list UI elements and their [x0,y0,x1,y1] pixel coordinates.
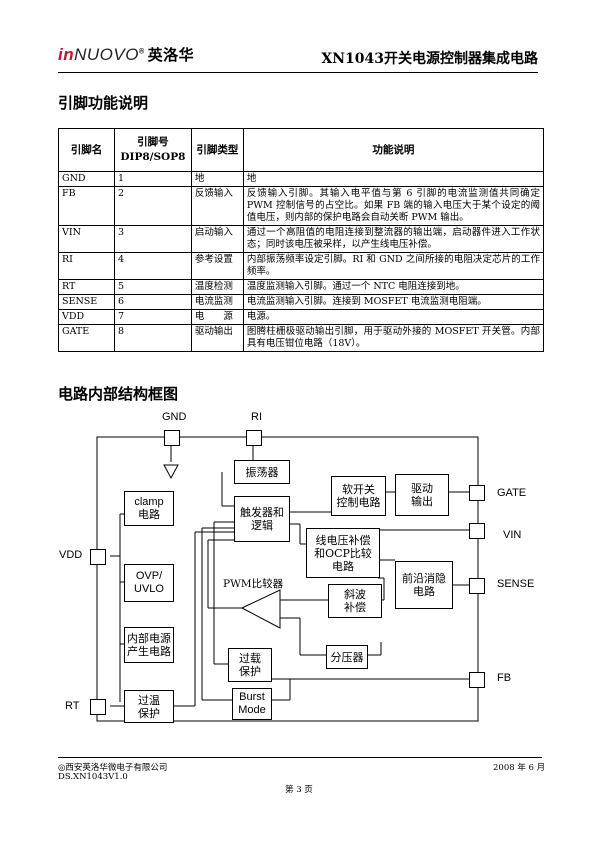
pin-type-cell: 反馈输入 [190,186,244,226]
pin-description-cell: 电源。 [242,309,545,325]
pin-rt [90,699,106,715]
pin-type-cell: 参考设置 [190,252,244,280]
section-title-block-diagram: 电路内部结构框图 [58,385,179,403]
logo-chinese-name: 英洛华 [147,47,195,64]
pin-number-cell: 2 [113,186,192,226]
block-ovp-uvlo: OVP/ UVLO [124,564,174,602]
pin-number-cell: 3 [113,225,192,253]
block-overload-protection: 过载 保护 [228,648,272,682]
pin-label-vin: VIN [503,529,522,541]
pin-name-cell: VIN [58,225,115,253]
pin-label-sense: SENSE [497,578,535,590]
pin-name-cell: RT [58,279,115,295]
pwm-comparator-label: PWM比较器 [223,578,284,590]
table-row: RT 5 温度检测 温度监测输入引脚。通过一个 NTC 电阻连接到地。 [58,279,545,295]
pin-vin [469,523,485,539]
table-row: FB 2 反馈输入 反馈输入引脚。其输入电平值与第 6 引脚的电流监测值共同确定… [58,186,545,226]
pin-name-cell: VDD [58,309,115,325]
pin-fb [469,672,485,688]
block-trigger-logic: 触发器和 逻辑 [234,496,290,542]
table-row: SENSE 6 电流监测 电流监测输入引脚。连接到 MOSFET 电流监测电阻端… [58,294,545,310]
pin-label-fb: FB [497,672,512,684]
pin-type-cell: 电流监测 [190,294,244,310]
table-row: VIN 3 启动输入 通过一个高阻值的电阻连接到整流器的输出端，启动器件进入工作… [58,225,545,253]
pin-vdd [90,549,106,565]
pin-description-cell: 反馈输入引脚。其输入电平值与第 6 引脚的电流监测值共同确定 PWM 控制信号的… [242,186,545,226]
table-row: VDD 7 电 源 电源。 [58,309,545,325]
pin-number-cell: 8 [113,324,192,352]
pin-ri [246,430,262,446]
pin-description-cell: 图腾柱栅极驱动输出引脚，用于驱动外接的 MOSFET 开关管。内部具有电压钳位电… [242,324,545,352]
footer-company: ◎西安英洛华微电子有限公司 [58,763,168,773]
pin-description-cell: 地 [242,171,545,187]
pin-description-cell: 电流监测输入引脚。连接到 MOSFET 电流监测电阻端。 [242,294,545,310]
block-driver-output: 驱动 输出 [395,474,449,516]
section-title-pin-functions: 引脚功能说明 [58,94,149,112]
table-header-row: 引脚名 引脚号 DIP8/SOP8 引脚类型 功能说明 [58,128,545,172]
pin-name-cell: GATE [58,324,115,352]
pin-name-cell: SENSE [58,294,115,310]
footer-doc-id: DS.XN1043V1.0 [58,772,128,782]
pin-description-cell: 温度监测输入引脚。通过一个 NTC 电阻连接到地。 [242,279,545,295]
footer-date: 2008 年 6 月 [493,763,546,773]
pin-number-cell: 6 [113,294,192,310]
table-row: GND 1 地 地 [58,171,545,187]
block-burst-mode: Burst Mode [232,688,272,720]
footer-divider [58,757,542,758]
pin-name-cell: FB [58,186,115,226]
table-row: GATE 8 驱动输出 图腾柱栅极驱动输出引脚，用于驱动外接的 MOSFET 开… [58,324,545,352]
header-divider [58,72,538,73]
pin-label-gate: GATE [497,487,527,499]
table-row: RI 4 参考设置 内部振荡频率设定引脚。RI 和 GND 之间所接的电阻决定芯… [58,252,545,280]
block-leading-edge-blanking: 前沿消隐 电路 [395,561,453,609]
pin-number-cell: 5 [113,279,192,295]
pin-type-cell: 启动输入 [190,225,244,253]
pin-number-cell: 7 [113,309,192,325]
block-internal-power: 内部电源 产生电路 [124,627,174,663]
pin-type-cell: 电 源 [190,309,244,325]
logo-part-nuovo: NUOVO [74,45,139,64]
pin-number-cell: 1 [113,171,192,187]
pin-function-table: 引脚名 引脚号 DIP8/SOP8 引脚类型 功能说明 GND 1 地 地 FB… [58,128,545,352]
pin-sense [469,578,485,594]
block-line-voltage-comp-ocp: 线电压补偿 和OCP比较 电路 [306,528,380,578]
logo-registered-mark: ® [138,48,145,56]
pin-label-vdd: VDD [59,549,83,561]
pin-description-cell: 通过一个高阻值的电阻连接到整流器的输出端，启动器件进入工作状态；同时该电压被采样… [242,225,545,253]
pin-label-gnd: GND [162,411,187,423]
column-header-pin-name: 引脚名 [58,128,115,172]
block-soft-start-control: 软开关 控制电路 [331,476,386,516]
logo-part-in: in [58,45,75,64]
column-header-function: 功能说明 [242,128,545,172]
column-header-pin-number: 引脚号 DIP8/SOP8 [113,128,192,172]
document-title: XN1043开关电源控制器集成电路 [321,51,538,67]
block-clamp-circuit: clamp 电路 [124,491,174,526]
ground-symbol [163,464,179,480]
footer-page-number: 第 3 页 [285,785,313,795]
pin-gnd [164,430,180,446]
pin-type-cell: 地 [190,171,244,187]
pin-label-rt: RT [65,700,80,712]
pin-name-cell: RI [58,252,115,280]
pin-label-ri: RI [251,411,262,423]
pin-gate [469,485,485,501]
pwm-comparator-triangle [240,589,281,629]
block-voltage-divider: 分压器 [326,645,368,669]
column-header-pin-type: 引脚类型 [190,128,244,172]
pin-description-cell: 内部振荡频率设定引脚。RI 和 GND 之间所接的电阻决定芯片的工作频率。 [242,252,545,280]
block-over-temp-protection: 过温 保护 [124,690,174,723]
block-oscillator: 振荡器 [234,460,290,484]
company-logo: inNUOVO®英洛华 [58,44,194,65]
block-slope-compensation: 斜波 补偿 [328,584,382,618]
pin-number-cell: 4 [113,252,192,280]
pin-type-cell: 驱动输出 [190,324,244,352]
pin-name-cell: GND [58,171,115,187]
page-header: inNUOVO®英洛华 XN1043开关电源控制器集成电路 [58,40,538,73]
pin-type-cell: 温度检测 [190,279,244,295]
